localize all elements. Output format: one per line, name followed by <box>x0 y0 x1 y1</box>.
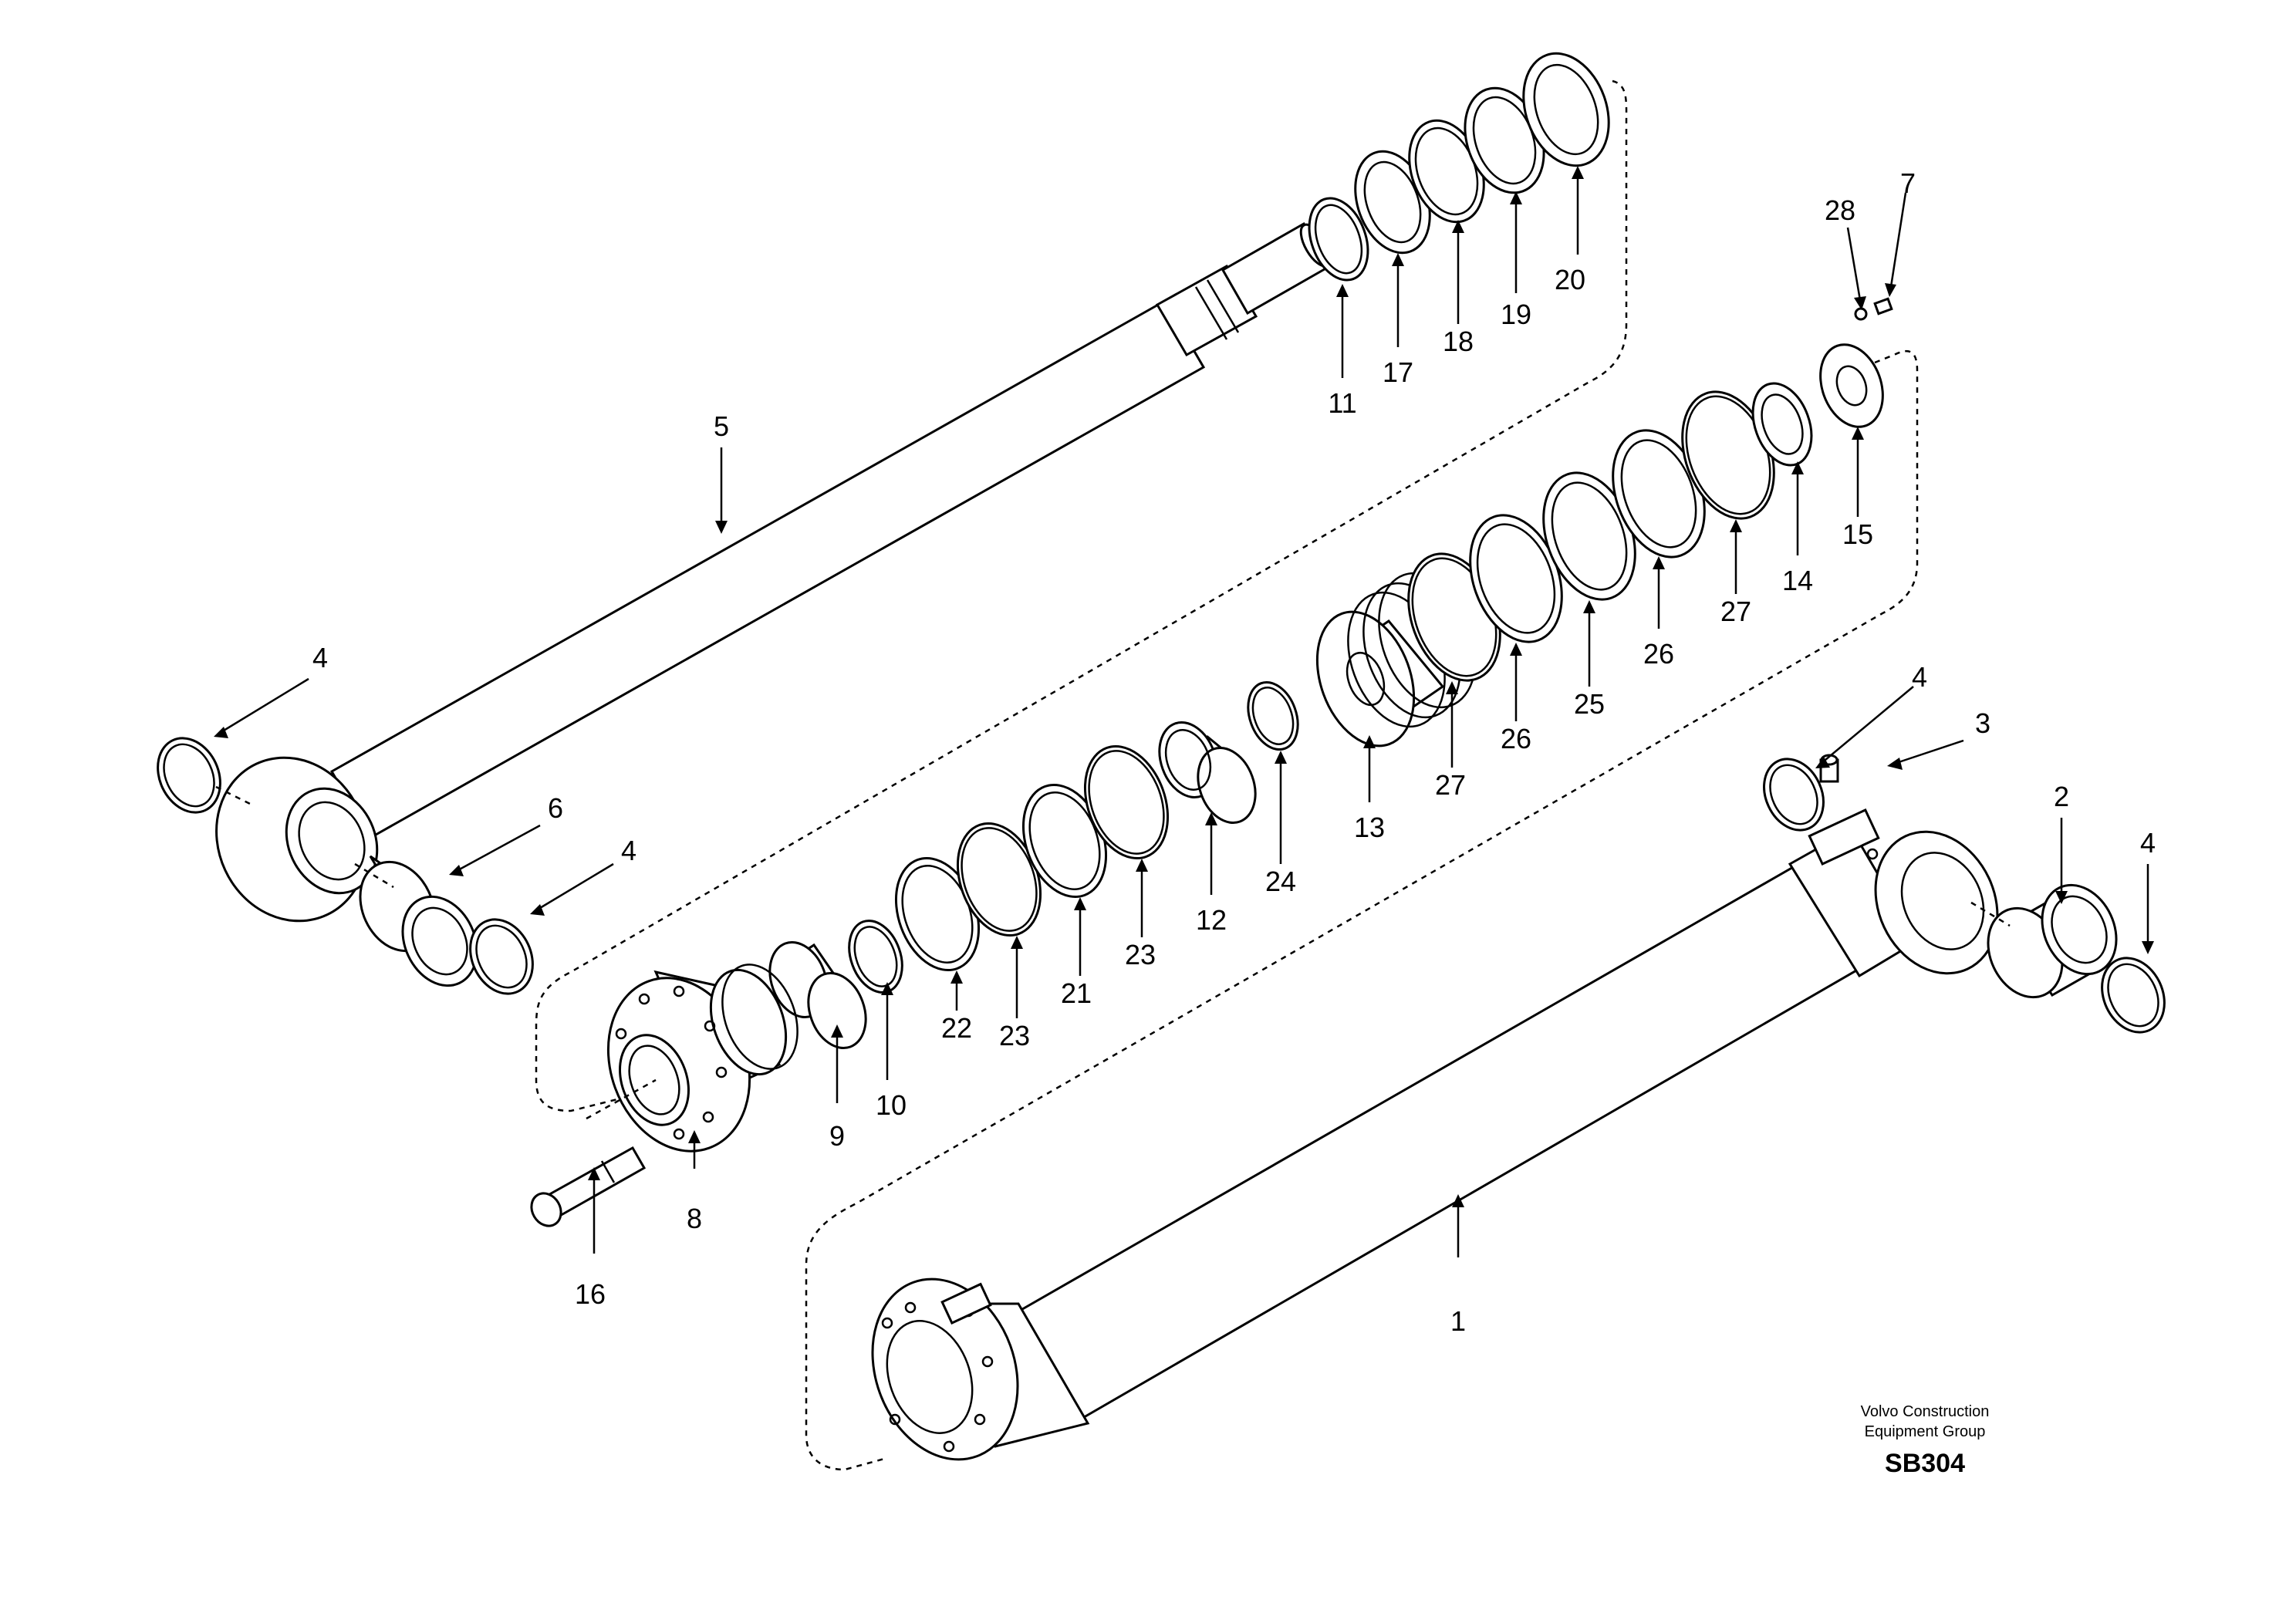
credit-line-1: Volvo Construction <box>1861 1403 1990 1420</box>
cylinder-tube <box>871 808 1999 1461</box>
callout-11: 11 <box>1328 387 1356 419</box>
callout-9: 9 <box>829 1120 845 1152</box>
callout-14: 14 <box>1782 565 1813 596</box>
callout-4-rod-left: 4 <box>312 642 328 673</box>
callout-25: 25 <box>1574 688 1605 720</box>
callout-2: 2 <box>2054 781 2069 812</box>
tube-eye-bushing <box>1987 883 2118 999</box>
callout-26a: 26 <box>1501 723 1531 754</box>
callout-19: 19 <box>1501 299 1531 330</box>
callout-27a: 27 <box>1435 769 1466 801</box>
callout-1: 1 <box>1450 1305 1466 1337</box>
guide-line-lower <box>805 350 1919 1471</box>
callout-27b: 27 <box>1720 596 1751 627</box>
rod-seal-set-top <box>1308 52 1610 282</box>
callout-5: 5 <box>714 410 729 442</box>
callout-6: 6 <box>548 792 563 824</box>
callout-20: 20 <box>1555 264 1585 295</box>
cylinder-head <box>586 964 799 1153</box>
callout-13: 13 <box>1354 812 1385 843</box>
drawing-code: SB304 <box>1885 1449 1965 1478</box>
callout-8: 8 <box>687 1203 702 1234</box>
callout-26b: 26 <box>1643 638 1674 670</box>
piston-rod <box>215 221 1332 923</box>
callout-22: 22 <box>941 1012 972 1044</box>
callout-24: 24 <box>1265 866 1296 897</box>
callout-4-rod-right: 4 <box>621 835 636 866</box>
head-bolt <box>530 1146 647 1227</box>
credit-line-2: Equipment Group <box>1865 1423 1986 1440</box>
snap-ring-right <box>469 918 534 995</box>
guide-line-upper <box>535 79 1628 1112</box>
callout-12: 12 <box>1196 904 1227 936</box>
callout-16: 16 <box>575 1278 606 1310</box>
callout-leaders <box>214 166 2154 1257</box>
callout-15: 15 <box>1842 518 1873 550</box>
callout-4-tube-left: 4 <box>1912 661 1927 693</box>
callout-28: 28 <box>1825 194 1855 226</box>
callout-18: 18 <box>1443 326 1474 357</box>
callout-21: 21 <box>1061 977 1092 1009</box>
credit-block: Volvo Construction Equipment Group SB304 <box>1861 1403 1990 1478</box>
callout-7: 7 <box>1900 167 1916 199</box>
callout-4-tube-right: 4 <box>2140 827 2156 859</box>
callout-labels: 1 2 3 4 4 4 4 5 6 7 8 9 10 11 12 13 14 1… <box>312 167 2156 1337</box>
rod-eye-bushing <box>359 855 478 987</box>
callout-17: 17 <box>1383 356 1413 388</box>
piston-seal-set <box>768 297 1893 1049</box>
callout-3: 3 <box>1975 707 1990 739</box>
callout-23b: 23 <box>1125 939 1156 970</box>
callout-10: 10 <box>876 1089 907 1121</box>
callout-23a: 23 <box>999 1020 1030 1051</box>
